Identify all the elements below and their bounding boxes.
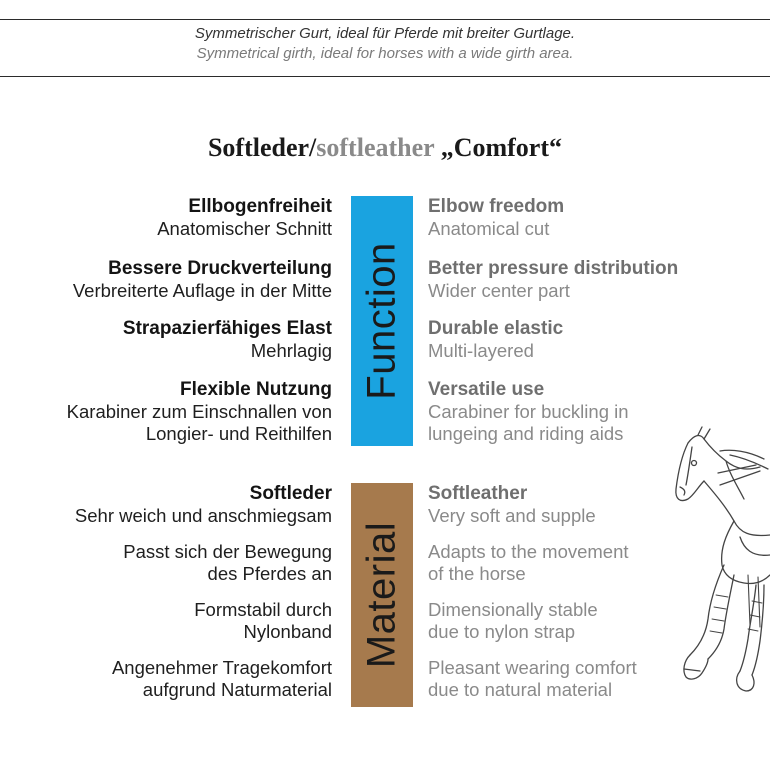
feature-desc: Multi-layered xyxy=(428,340,534,361)
material-item-en: Dimensionally stable due to nylon strap xyxy=(428,599,728,643)
material-item-de: Passt sich der Bewegung des Pferdes an xyxy=(2,541,332,585)
material-line: des Pferdes an xyxy=(207,563,332,584)
feature-desc: Mehrlagig xyxy=(250,340,332,361)
material-item-en: Adapts to the movement of the horse xyxy=(428,541,728,585)
feature-title: Durable elastic xyxy=(428,318,564,339)
material-item-en: Softleather Very soft and supple xyxy=(428,483,728,527)
bottom-rule xyxy=(0,76,770,77)
feature-title: Bessere Druckverteilung xyxy=(108,258,332,279)
feature-item-de: Flexible Nutzung Karabiner zum Einschnal… xyxy=(2,379,332,445)
feature-desc: Carabiner for buckling in xyxy=(428,401,629,422)
material-line: Formstabil durch xyxy=(194,599,332,620)
function-band: Function xyxy=(351,196,413,446)
feature-title: Better pressure distribution xyxy=(428,258,679,279)
feature-item-en: Elbow freedom Anatomical cut xyxy=(428,196,728,240)
feature-item-de: Ellbogenfreiheit Anatomischer Schnitt xyxy=(2,196,332,240)
page-title: Softleder/softleather „Comfort“ xyxy=(0,133,770,163)
title-part-name: „Comfort“ xyxy=(434,133,563,162)
feature-title: Versatile use xyxy=(428,379,545,400)
material-line: due to nylon strap xyxy=(428,621,576,642)
function-band-label: Function xyxy=(359,242,404,400)
intro-line-en: Symmetrical girth, ideal for horses with… xyxy=(196,45,574,62)
material-item-de: Angenehmer Tragekomfort aufgrund Naturma… xyxy=(2,657,332,701)
feature-desc: Verbreiterte Auflage in der Mitte xyxy=(72,280,332,301)
material-item-de: Formstabil durch Nylonband xyxy=(2,599,332,643)
material-item-de: Softleder Sehr weich und anschmiegsam xyxy=(2,483,332,527)
intro-text: Symmetrischer Gurt, ideal für Pferde mit… xyxy=(0,24,770,64)
feature-desc: Karabiner zum Einschnallen von xyxy=(66,401,332,422)
material-line: of the horse xyxy=(428,563,526,584)
feature-desc-line2: Longier- und Reithilfen xyxy=(145,423,332,444)
horse-sketch-icon xyxy=(675,426,770,692)
material-line: Very soft and supple xyxy=(428,505,596,526)
material-line: Adapts to the movement xyxy=(428,541,629,562)
material-line: Pleasant wearing comfort xyxy=(428,657,637,678)
material-line: due to natural material xyxy=(428,679,613,700)
feature-item-de: Strapazierfähiges Elast Mehrlagig xyxy=(2,318,332,362)
title-part-en: softleather xyxy=(316,133,435,162)
feature-item-en: Versatile use Carabiner for buckling in … xyxy=(428,379,728,445)
material-line: Sehr weich und anschmiegsam xyxy=(74,505,332,526)
feature-desc: Anatomical cut xyxy=(428,218,550,239)
feature-title: Flexible Nutzung xyxy=(180,379,332,400)
feature-desc: Anatomischer Schnitt xyxy=(157,218,332,239)
title-part-de: Softleder/ xyxy=(207,133,317,162)
feature-desc-line2: lungeing and riding aids xyxy=(428,423,624,444)
material-title: Softleder xyxy=(249,483,332,504)
material-line: Nylonband xyxy=(243,621,332,642)
material-line: aufgrund Naturmaterial xyxy=(142,679,332,700)
material-line: Dimensionally stable xyxy=(428,599,598,620)
material-band: Material xyxy=(351,483,413,707)
material-title: Softleather xyxy=(428,483,528,504)
material-line: Angenehmer Tragekomfort xyxy=(111,657,332,678)
material-item-en: Pleasant wearing comfort due to natural … xyxy=(428,657,728,701)
top-rule xyxy=(0,19,770,20)
feature-item-en: Better pressure distribution Wider cente… xyxy=(428,258,728,302)
feature-title: Ellbogenfreiheit xyxy=(188,196,332,217)
material-line: Passt sich der Bewegung xyxy=(123,541,332,562)
feature-title: Strapazierfähiges Elast xyxy=(122,318,332,339)
feature-item-en: Durable elastic Multi-layered xyxy=(428,318,728,362)
feature-title: Elbow freedom xyxy=(428,196,565,217)
feature-desc: Wider center part xyxy=(428,280,570,301)
material-band-label: Material xyxy=(359,521,404,669)
intro-line-de: Symmetrischer Gurt, ideal für Pferde mit… xyxy=(194,25,576,42)
feature-item-de: Bessere Druckverteilung Verbreiterte Auf… xyxy=(2,258,332,302)
